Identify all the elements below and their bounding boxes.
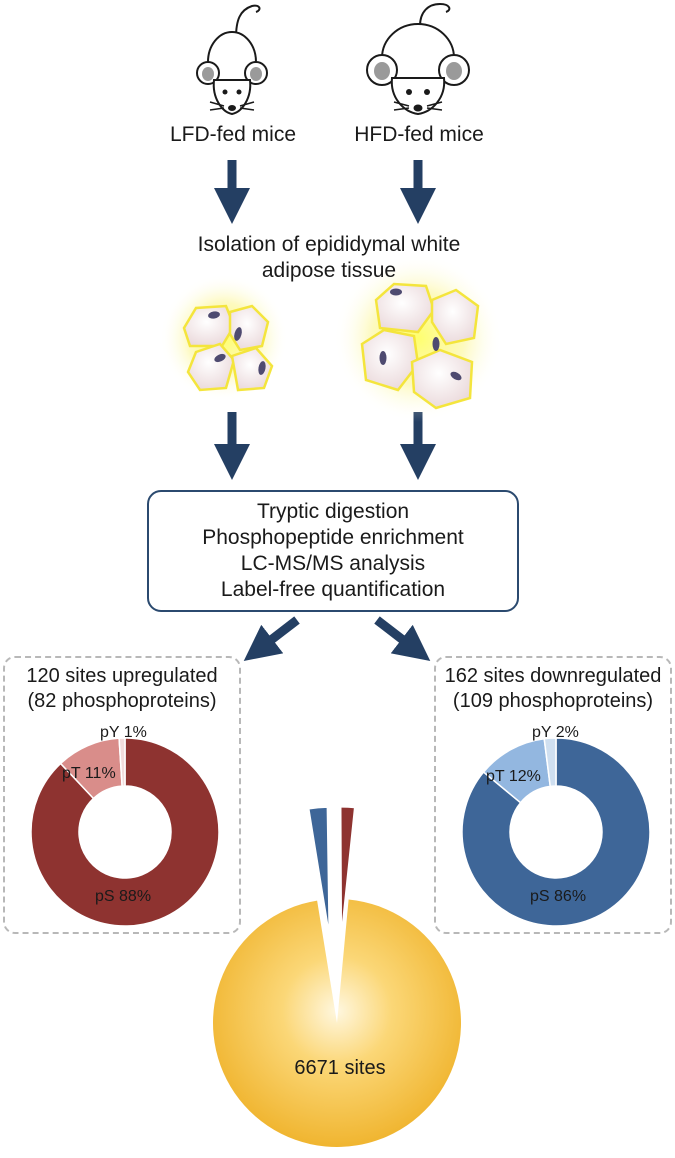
lfd-adipose-tissue-image <box>160 274 288 402</box>
lfd-mice-label: LFD-fed mice <box>169 123 297 146</box>
up-pY-slice <box>118 737 126 787</box>
down-pY-slice <box>543 737 557 788</box>
up-pS-slice <box>30 737 220 927</box>
up-pt-label: pT 11% <box>62 765 116 782</box>
total-sites-pie-chart <box>212 806 461 1147</box>
arrow-process-to-up <box>243 616 300 661</box>
upregulated-proteins-label: (82 phosphoproteins) <box>27 690 217 712</box>
total-quantified-slice <box>212 899 461 1147</box>
isolation-text: Isolation of epididymal white adipose ti… <box>158 232 500 284</box>
process-step: Phosphopeptide enrichment <box>202 526 464 549</box>
process-step: LC-MS/MS analysis <box>240 552 426 575</box>
down-pt-label: pT 12% <box>486 768 541 785</box>
total-upregulated-slice <box>340 806 355 932</box>
downregulated-sites-label: 162 sites downregulated <box>444 665 662 687</box>
hfd-mice-label: HFD-fed mice <box>354 123 484 146</box>
upregulated-sites-label: 120 sites upregulated <box>26 665 218 687</box>
total-sites-label: 6671 sites <box>294 1057 386 1079</box>
downregulated-donut-chart <box>461 737 651 927</box>
down-pS-slice <box>461 737 651 927</box>
lfd-mouse-icon <box>196 4 268 116</box>
arrow-process-to-down <box>374 616 431 661</box>
process-step: Tryptic digestion <box>256 500 410 523</box>
process-step: Label-free quantification <box>220 578 446 601</box>
up-ps-label: pS 88% <box>95 888 152 905</box>
hfd-adipose-tissue-image <box>334 254 502 422</box>
upregulated-heading: 120 sites upregulated (82 phosphoprotein… <box>6 664 238 714</box>
total-downregulated-slice <box>308 806 330 932</box>
down-py-label: pY 2% <box>532 724 579 741</box>
upregulated-donut-chart <box>30 737 220 927</box>
up-py-label: pY 1% <box>100 724 147 741</box>
upregulated-box <box>3 656 241 934</box>
hfd-mouse-icon <box>366 2 470 116</box>
down-ps-label: pS 86% <box>530 888 587 905</box>
downregulated-box <box>434 656 672 934</box>
downregulated-heading: 162 sites downregulated (109 phosphoprot… <box>436 664 670 714</box>
isolation-line-2: adipose tissue <box>261 259 397 282</box>
downregulated-proteins-label: (109 phosphoproteins) <box>452 690 654 712</box>
isolation-line-1: Isolation of epididymal white <box>197 233 461 256</box>
process-steps-box: Tryptic digestion Phosphopeptide enrichm… <box>147 490 519 612</box>
